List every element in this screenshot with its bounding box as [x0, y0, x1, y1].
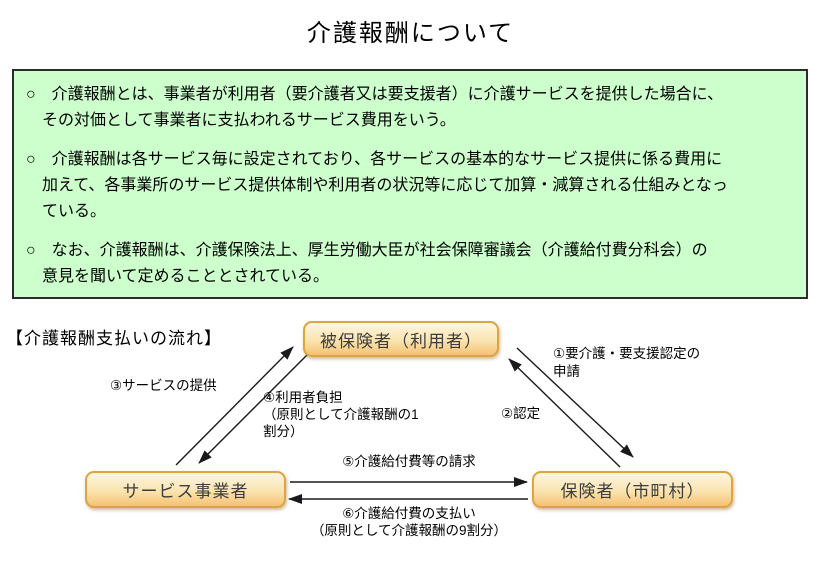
summary-paragraph-2: ○ 介護報酬は各サービス毎に設定されており、各サービスの基本的なサービス提供に係…: [26, 151, 728, 220]
arrow-service-provision: [175, 346, 294, 466]
label-step6-benefit-payment: ⑥介護給付費の支払い （原則として介護報酬の9割分）: [310, 506, 508, 538]
node-service-provider: サービス事業者: [85, 471, 286, 508]
flow-diagram-heading: 【介護報酬支払いの流れ】: [6, 329, 222, 348]
label-step3-service-provision: ③サービスの提供: [110, 378, 217, 393]
summary-box: ○ 介護報酬とは、事業者が利用者（要介護者又は要支援者）に介護サービスを提供した…: [12, 69, 808, 299]
summary-paragraph-3: ○ なお、介護報酬は、介護保険法上、厚生労働大臣が社会保障審議会（介護給付費分科…: [26, 242, 708, 285]
label-step5-benefit-claim: ⑤介護給付費等の請求: [342, 454, 476, 469]
label-step2-certification: ②認定: [501, 406, 541, 421]
arrow-certification-application: [516, 347, 634, 458]
summary-paragraph-1: ○ 介護報酬とは、事業者が利用者（要介護者又は要支援者）に介護サービスを提供した…: [26, 86, 724, 129]
page-title: 介護報酬について: [306, 20, 515, 47]
flow-arrows: [175, 346, 634, 504]
arrow-user-payment: [198, 352, 310, 464]
node-insured-user: 被保険者（利用者）: [303, 321, 499, 357]
arrow-certification: [508, 358, 621, 468]
node-insurer-municipality: 保険者（市町村）: [532, 471, 733, 508]
label-step1-application: ①要介護・要支援認定の 申請: [553, 346, 701, 379]
label-step4-user-payment: ④利用者負担 （原則として介護報酬の1 割分）: [263, 390, 419, 439]
